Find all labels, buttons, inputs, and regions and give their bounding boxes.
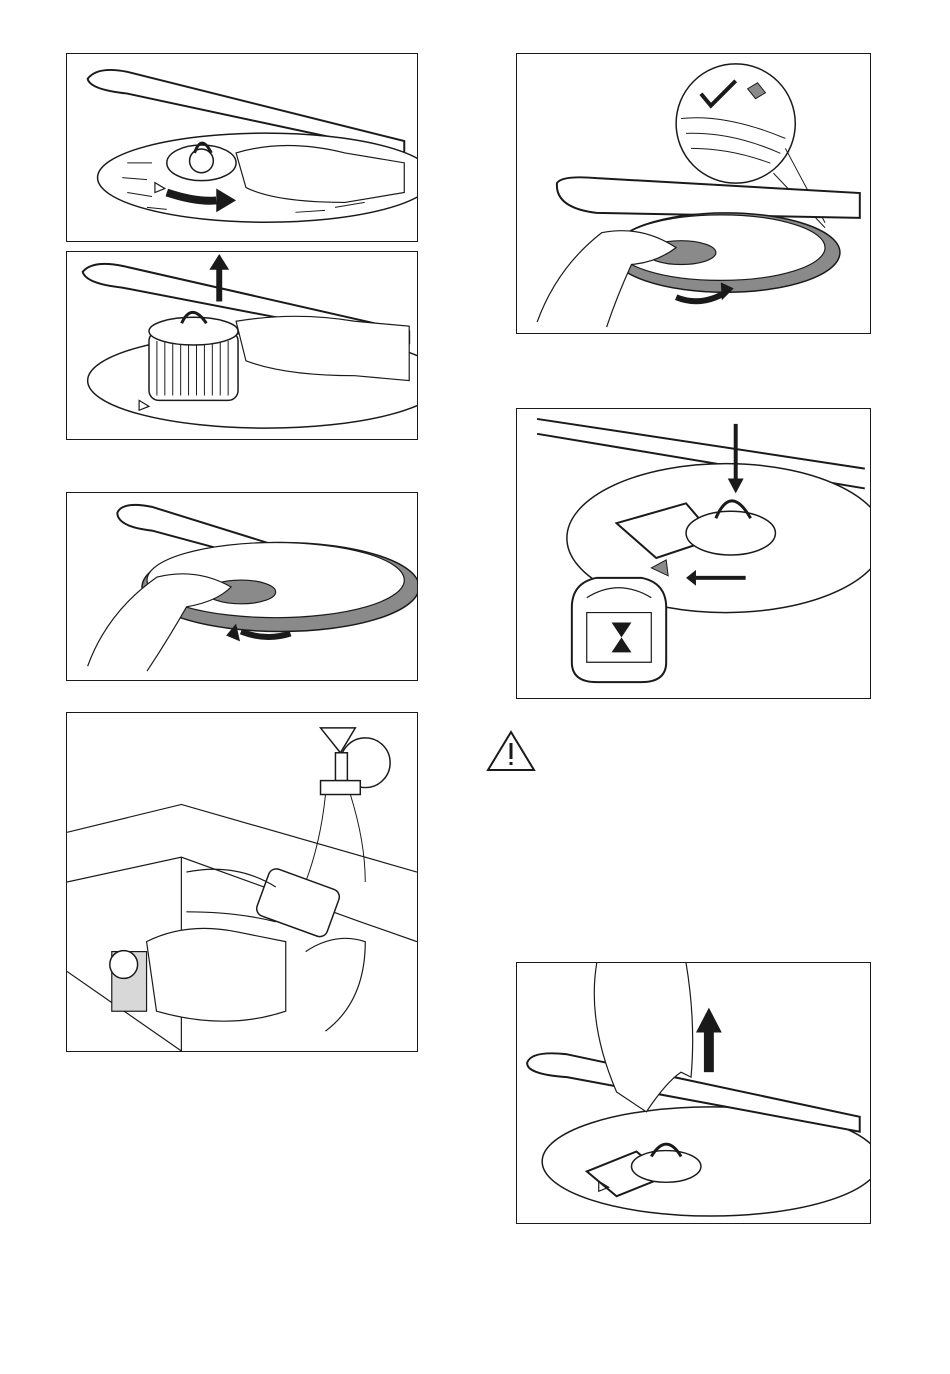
panel-step-6 [516,408,871,699]
flat-filter-remove-icon [67,493,417,680]
flat-filter-refit-icon [517,54,870,333]
filter-rinse-icon [67,713,417,1051]
filter-lift-icon [67,252,417,439]
spray-arm-check-icon [517,963,870,1223]
panel-step-7 [516,962,871,1224]
panel-step-1 [66,53,418,242]
panel-step-2 [66,251,418,440]
filter-unlock-icon [67,54,417,241]
panel-step-5 [516,53,871,334]
panel-step-3 [66,492,418,681]
panel-step-4 [66,712,418,1052]
warning-triangle-icon [486,730,536,772]
filter-lock-icon [517,409,870,698]
